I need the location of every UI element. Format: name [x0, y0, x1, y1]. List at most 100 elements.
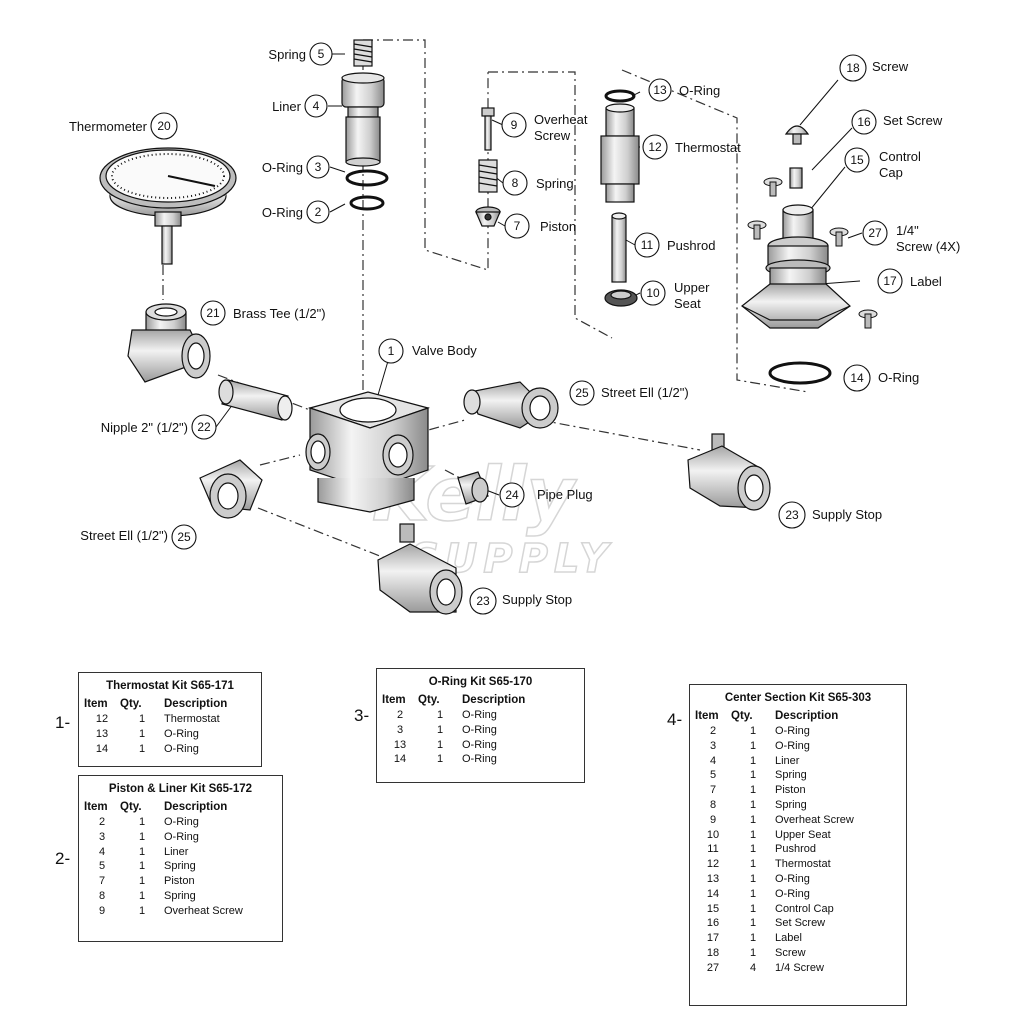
- thermometer-20: [99, 147, 237, 265]
- pipe-plug-24: [457, 471, 489, 505]
- label-17: [741, 267, 851, 329]
- supply-stop-23-bottom: [377, 523, 463, 615]
- item-cell: 5: [98, 860, 106, 873]
- kit-tag-1: 1-: [55, 713, 71, 732]
- callout-label: Supply Stop: [812, 507, 882, 522]
- callout-circle: [634, 232, 660, 258]
- callout-number: 23: [785, 508, 799, 522]
- qty-cell: 1: [138, 830, 146, 843]
- column-header-description: Description: [462, 694, 526, 706]
- callout-label: O-Ring: [878, 370, 919, 385]
- qty-cell: 1: [138, 875, 146, 888]
- o-ring-13: [604, 89, 636, 103]
- qty-cell: 1: [749, 739, 757, 752]
- callout-label: Pipe Plug: [537, 487, 593, 502]
- center-section-kit-table: Center Section Kit S65-303 Item Qty. Des…: [689, 684, 907, 1006]
- item-cell: 16: [706, 917, 720, 930]
- callout-circle: [150, 112, 178, 140]
- item-cell: 2: [709, 725, 717, 737]
- qty-cell: 1: [749, 813, 757, 826]
- qty-cell: 1: [138, 713, 146, 725]
- item-cell: 3: [709, 739, 717, 752]
- qty-cell: 1: [749, 754, 757, 767]
- column-header-qty: Qty.: [731, 710, 753, 722]
- spring-8: [478, 159, 498, 193]
- callout-number: 15: [850, 153, 864, 167]
- kit-title: Thermostat Kit S65-171: [106, 680, 234, 692]
- description-cell: Thermostat: [164, 713, 220, 725]
- column-header-item: Item: [382, 694, 406, 706]
- callout-number: 3: [315, 160, 322, 174]
- o-ring-14: [768, 361, 832, 385]
- callout-number: 18: [846, 61, 860, 75]
- callout-circle: [309, 42, 333, 66]
- description-cell: O-Ring: [775, 725, 810, 737]
- column-header-description: Description: [164, 801, 228, 813]
- callout-circle: [642, 134, 668, 160]
- callout-number: 11: [641, 238, 654, 252]
- item-cell: 10: [706, 828, 720, 841]
- screws-27: [747, 177, 878, 329]
- kit-tag-3: 3-: [354, 706, 370, 725]
- column-header-description: Description: [775, 710, 839, 722]
- upper-seat-10: [604, 289, 638, 307]
- description-cell: Spring: [775, 798, 807, 811]
- qty-cell: 1: [138, 727, 146, 740]
- description-cell: Spring: [164, 889, 196, 902]
- callout-number: 24: [505, 488, 519, 502]
- callout-labels: 5Spring4Liner3O-Ring2O-Ring20Thermometer…: [69, 42, 960, 615]
- callout-label: Street Ell (1/2"): [80, 528, 168, 543]
- description-cell: Overheat Screw: [775, 813, 854, 826]
- kit-title: Piston & Liner Kit S65-172: [108, 783, 253, 795]
- item-cell: 9: [98, 904, 106, 917]
- qty-cell: 1: [749, 946, 757, 959]
- description-cell: Label: [775, 932, 802, 945]
- column-header-item: Item: [695, 710, 719, 722]
- column-header-qty: Qty.: [120, 801, 142, 813]
- qty-cell: 1: [138, 845, 146, 858]
- qty-cell: 1: [749, 843, 757, 856]
- assembly-lines: [162, 39, 809, 561]
- callout-circle: [191, 414, 217, 440]
- qty-cell: 1: [749, 872, 757, 885]
- item-cell: 15: [706, 902, 720, 915]
- description-cell: 1/4 Screw: [775, 961, 824, 974]
- callout-label: Piston: [540, 219, 576, 234]
- description-cell: O-Ring: [462, 738, 497, 751]
- qty-cell: 1: [138, 742, 146, 755]
- description-cell: Spring: [164, 860, 196, 873]
- item-cell: 12: [706, 858, 720, 871]
- item-cell: 8: [709, 798, 717, 811]
- qty-cell: 1: [749, 784, 757, 797]
- callout-circle: [469, 587, 497, 615]
- callout-number: 10: [646, 286, 660, 300]
- qty-cell: 1: [436, 723, 444, 736]
- callout-circle: [200, 300, 226, 326]
- callout-label: Supply Stop: [502, 592, 572, 607]
- street-ell-25-left: [199, 459, 263, 519]
- liner-4: [341, 72, 385, 167]
- screw-18: [784, 125, 810, 145]
- o-ring-3: [345, 169, 389, 187]
- description-cell: Overheat Screw: [164, 904, 243, 917]
- item-cell: 18: [706, 946, 720, 959]
- callout-circle: [843, 364, 871, 392]
- description-cell: O-Ring: [164, 816, 199, 828]
- callout-number: 25: [177, 530, 191, 544]
- description-cell: Upper Seat: [775, 828, 831, 841]
- o-ring-2: [349, 195, 385, 211]
